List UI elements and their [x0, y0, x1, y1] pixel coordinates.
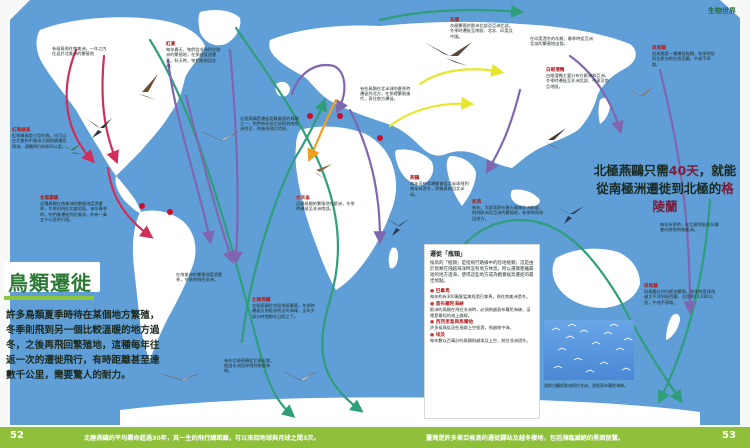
note-northern-summer: 有些鳥類在北半球的夏季時遷徙到北方，在那裡繁殖後代，再往南方遷徙。 — [360, 86, 411, 102]
note-arctic-tern-route: 北極燕鷗是遷徙距離最遠的鳥類之一，牠們每年從北極飛到南極洲附近，然後再飛回北極。 — [240, 116, 299, 132]
antarctica — [120, 397, 700, 425]
note-warbler: 水禾雀 這種鳥類的繁殖地在歐洲，冬季時遷徙至非洲南部。 — [296, 196, 355, 212]
india — [446, 156, 476, 206]
box-body: 候鳥的「瓶頸」是指飛行路線中的陸地瓶頸，這是由於鳥類在飛越海洋時沒有地方休息，所… — [430, 261, 534, 284]
greenland — [198, 10, 241, 46]
marker-sicily — [337, 113, 343, 119]
route-kingbird — [106, 166, 154, 239]
route-purple-america-2 — [184, 94, 236, 265]
photo-caption: 這群白鸛從歐洲飛往非洲，途經直布羅陀海峽。 — [544, 383, 628, 388]
note-kingbird: 金鳳霸鶲 這種鳥類在南美洲的繁殖地度過夏季，冬季則飛往北美地區。每年春季時，牠們… — [40, 196, 108, 222]
route-warbler — [307, 98, 338, 163]
note-godwit-top: 斑尾鷸 斑尾鷸是一種遷徙鳥類，秋季時從阿拉斯加飛往紐西蘭，中途不停歇。 — [652, 46, 715, 67]
route-arctic-north — [378, 4, 525, 22]
marker-egypt — [377, 135, 383, 141]
note-godwit-pacific: 斑尾鷸 斑尾鷸在阿拉斯加繁殖，秋季時直接飛越太平洋到紐西蘭，全程約11,000公… — [644, 284, 716, 305]
new-zealand — [666, 313, 680, 340]
note-white-eyed-pochard: 白眼潛鴨 白眼潛鴨主要分布在歐洲和亞洲，冬季時遷徙至非洲北部、中東及南亞地區。 — [546, 68, 609, 89]
page-number-right: 53 — [722, 430, 736, 441]
route-arctic-tern-africa — [234, 26, 364, 413]
note-sandpiper: 每年秋季時，在北極地區的灰鷸會向南飛到南美洲。 — [660, 222, 719, 233]
route-goose — [388, 96, 475, 128]
section-header: 生物世界 — [708, 7, 736, 15]
north-america — [36, 17, 205, 177]
page-title: 鳥類遷徙 — [8, 271, 92, 295]
route-atlantic-loop — [240, 97, 328, 344]
route-arctic-tern-atlantic — [148, 38, 296, 418]
route-goose-2 — [418, 63, 505, 86]
south-america — [132, 210, 196, 360]
route-purple-pacific — [658, 68, 697, 315]
note-red-kite: 紅鳶 每年春天，牠們從非洲飛往歐洲的繁殖地，在那裡度過夏天。秋天時，牠們再飛回非… — [166, 42, 221, 68]
note-south-america: 在南美洲的繁殖地度過夏季，冬季時飛往非洲。 — [176, 272, 223, 283]
route-purple-america-3 — [228, 48, 244, 265]
eurasia — [269, 21, 636, 169]
route-purple-loop — [290, 63, 349, 114]
title-background — [4, 262, 100, 292]
storks-flock — [551, 323, 633, 373]
footer-fact-right: 臺灣是許多東亞候鳥的遷徙驛站及越冬棲地，包括瀕臨滅絕的黑面琵鷺。 — [426, 435, 624, 442]
note-arctic-tern: 北極燕鷗 北極燕鷗於北極地區繁殖，冬季時遷徙至南極洲附近的海域，全年大部分時間都… — [252, 298, 315, 319]
note-barn-swallow: 家燕 每年，大群家燕在春天離開非洲南部，飛到歐洲及亞洲的繁殖地，秋季時再飛回南方… — [472, 200, 544, 221]
footer-fact-left: 北極燕鷗的平均壽命超過30年，其一生的飛行總距離，可以來回地球與月球之間3次。 — [84, 435, 320, 442]
madagascar — [388, 247, 398, 269]
japan — [598, 97, 610, 124]
bird-tern-center — [201, 131, 239, 141]
note-goose-india: 在印度過冬的灰雁，春季時從亞洲北部的繁殖地出發。 — [530, 36, 593, 47]
intro-paragraph: 許多鳥類夏季時待在某個地方繁殖，冬季則飛到另一個比較溫暖的地方過冬，之後再飛回繁… — [6, 310, 160, 381]
footer-bar — [0, 427, 750, 448]
bird-godwit — [626, 86, 654, 96]
note-greylag-goose: 灰雁 灰雁繁殖於歐洲北部及亞洲北部，冬季時遷徙至南歐、北非、印度及中國。 — [450, 18, 513, 39]
note-tern-hemisphere: 燕鷗 每年這些鳥類都會從北半球飛到南半球過冬，然後再飛回北半球。 — [410, 176, 469, 197]
bird-swallow-left — [86, 118, 112, 138]
page-number-left: 52 — [10, 430, 24, 441]
bottleneck-markers — [139, 113, 383, 215]
title-underline — [4, 296, 94, 300]
route-purple-east — [568, 54, 624, 135]
bird-swallow-center — [386, 218, 410, 236]
southeast-asia — [510, 189, 540, 207]
route-hummingbird-2 — [101, 54, 119, 165]
bird-swallow-right — [556, 206, 584, 224]
arabia — [395, 149, 434, 186]
box-title: 遷徙「瓶頸」 — [430, 251, 467, 258]
pull-quote-days: 40天 — [668, 163, 699, 178]
marker-bosporus — [167, 209, 173, 215]
marker-gibraltar — [307, 113, 313, 119]
route-purple-america-1 — [166, 58, 215, 245]
note-arctic-tern-africa: 有些北極燕鷗從北極出發，經由非洲西岸飛到南極海域。 — [224, 358, 275, 374]
british-isles — [275, 81, 290, 97]
route-purple-africa — [348, 108, 387, 245]
bird-tern-bottom-right — [283, 371, 317, 381]
bird-hummingbird — [60, 144, 82, 154]
central-america — [115, 176, 142, 214]
bottleneck-box: 遷徙「瓶頸」 候鳥的「瓶頸」是指飛行路線中的陸地瓶頸，這是由於鳥類在飛越海洋時沒… — [424, 244, 540, 419]
note-north-america: 有候鳥飛往南美洲，一年之內往返於北美洲的繁殖地 — [52, 46, 107, 57]
bird-tern-bottom-left — [161, 373, 199, 381]
route-indian-ocean — [428, 218, 683, 404]
note-hummingbird: 紅喉蜂鳥 紅喉蜂鳥是小型的鳥，也可以在北美和中美洲之間飛越墨西哥灣，連續飛行約8… — [12, 128, 67, 149]
route-hummingbird-1 — [65, 48, 96, 164]
pull-quote-place: 格陵蘭 — [652, 181, 734, 214]
route-purple-asia — [485, 88, 522, 174]
bird-illustrations — [60, 42, 654, 381]
australia — [552, 248, 640, 308]
marker-panama — [139, 203, 145, 209]
storks-photo — [544, 320, 634, 380]
pull-quote: 北極燕鷗只需40天，就能從南極洲遷徙到北極的格陵蘭 — [593, 163, 737, 214]
